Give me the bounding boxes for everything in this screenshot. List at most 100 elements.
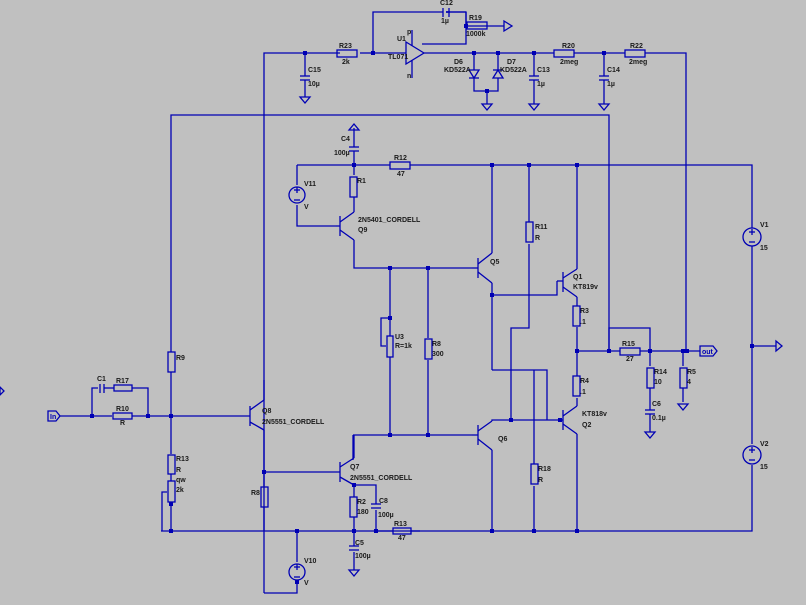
transistor-q9[interactable]: 2N5401_CORDELL Q9 [336,211,421,241]
voltage-source-v1[interactable]: V1 15 [742,222,769,252]
capacitor-c13[interactable]: C13 1µ [527,66,550,112]
c15-ref: C15 [308,67,321,74]
resistor-r10[interactable]: R10 R [112,406,133,427]
d6-ref: D6 [454,59,463,66]
c1-ref: C1 [97,376,106,383]
ground-symbol-right [775,339,784,353]
resistor-r19[interactable]: R19 1000k [466,15,514,38]
transistor-q6[interactable]: Q6 [472,420,507,451]
resistor-r13[interactable]: R13 47 [392,521,420,542]
u1-ref: U1 [397,36,406,43]
r15-value: 27 [626,356,634,363]
c8-value: 100µ [378,512,394,519]
voltage-source-v11[interactable]: V11 V [288,181,316,211]
v10-ref: V10 [304,558,317,565]
q6-ref: Q6 [498,436,507,443]
r11-ref: R11 [535,224,548,231]
resistor-r18[interactable]: R18 R [530,463,551,485]
r20-ref: R20 [562,43,575,50]
r23-ref: R23 [339,43,352,50]
resistor-r9[interactable]: R9 [167,351,185,373]
r2-value: 180 [357,509,369,516]
qw-value: 2k [176,487,184,494]
q7-ref: Q7 [350,464,359,471]
c13-ref: C13 [537,67,550,74]
capacitor-c1[interactable]: C1 [97,376,106,393]
u3-value: R=1k [395,343,412,350]
potentiometer-u3[interactable]: U3 R=1k [386,334,412,358]
resistor-r15[interactable]: R15 27 [619,341,641,363]
capacitor-c6[interactable]: C6 0.1µ [643,401,666,440]
capacitor-c4[interactable]: C4 100µ [334,122,361,165]
q2-ref: Q2 [582,422,591,429]
capacitor-c14[interactable]: C14 1µ [597,66,620,112]
q1-ref: Q1 [573,274,582,281]
resistor-r22[interactable]: R22 2meg [624,43,647,66]
c13-value: 1µ [537,81,545,88]
r14-ref: R14 [654,369,667,376]
r14-value: 10 [654,379,662,386]
net-label-in[interactable]: In [47,410,61,422]
resistor-r2[interactable]: R2 180 [349,496,369,518]
r18-ref: R18 [538,466,551,473]
c12-ref: C12 [440,0,453,7]
wires [60,11,776,594]
r17-ref: R17 [116,378,129,385]
capacitor-c5[interactable]: C5 100µ [347,540,371,578]
q5-ref: Q5 [490,259,499,266]
transistor-q7[interactable]: Q7 2N5551_CORDELL [339,435,413,486]
r13-ref: R13 [394,521,407,528]
c6-value: 0.1µ [652,415,666,422]
resistor-r4[interactable]: R4 .1 [572,375,589,397]
resistor-r1[interactable]: R1 [349,176,366,198]
in-label: In [50,414,56,421]
resistor-r14[interactable]: R14 10 [646,367,667,389]
resistor-r23[interactable]: R23 2k [336,43,358,66]
resistor-r20[interactable]: R20 2meg [553,43,578,66]
resistor-r8-bias[interactable]: R8 300 [424,338,444,360]
capacitor-c8[interactable]: C8 100µ [371,498,394,519]
resistor-r5[interactable]: R5 4 [676,367,696,412]
r22-value: 2meg [629,59,647,66]
c15-value: 10µ [308,81,320,88]
voltage-source-v10[interactable]: V10 V [288,558,317,587]
capacitor-c12[interactable]: C12 1µ [440,0,453,25]
c14-value: 1µ [607,81,615,88]
q1-model: KT819v [573,284,598,291]
r23-value: 2k [342,59,350,66]
r18-value: R [538,477,543,484]
r9-ref: R9 [176,355,185,362]
transistor-q2[interactable]: KT818v Q2 [560,405,607,435]
resistor-r3[interactable]: R3 .1 [572,305,589,327]
v10-value: V [304,580,309,587]
voltage-source-v2[interactable]: V2 15 [742,441,769,471]
v11-value: V [304,204,309,211]
diode-d6[interactable]: D6 KD522A [444,59,481,80]
r8-value: 300 [432,351,444,358]
potentiometer-qw[interactable]: qw 2k [167,477,186,503]
r10-ref: R10 [116,406,129,413]
transistor-q1[interactable]: Q1 KT819v [557,268,598,298]
diode-d7[interactable]: D7 KD522A [491,59,527,80]
r11-value: R [535,235,540,242]
opamp-u1[interactable]: U1 TL071 p n [388,29,426,80]
net-label-out[interactable]: out [699,345,718,357]
c4-ref: C4 [341,136,350,143]
resistor-r12[interactable]: R12 47 [389,155,411,178]
u3-ref: U3 [395,334,404,341]
q9-model: 2N5401_CORDELL [358,217,421,224]
d7-ref: D7 [507,59,516,66]
u1-pin-n: n [407,73,411,80]
capacitor-c15[interactable]: C15 10µ [298,67,321,105]
resistor-r17[interactable]: R17 [113,378,133,392]
resistor-r11[interactable]: R11 R [525,221,548,243]
r5-ref: R5 [687,369,696,376]
resistor-r8-emitter[interactable]: R8 [251,486,269,508]
resistor-r13-input[interactable]: R13 R [167,454,189,475]
u1-value: TL071 [388,54,408,61]
u1-pin-p: p [407,29,411,36]
transistor-q8[interactable]: Q8 2N5551_CORDELL [249,380,325,431]
transistor-q5[interactable]: Q5 [472,252,499,284]
